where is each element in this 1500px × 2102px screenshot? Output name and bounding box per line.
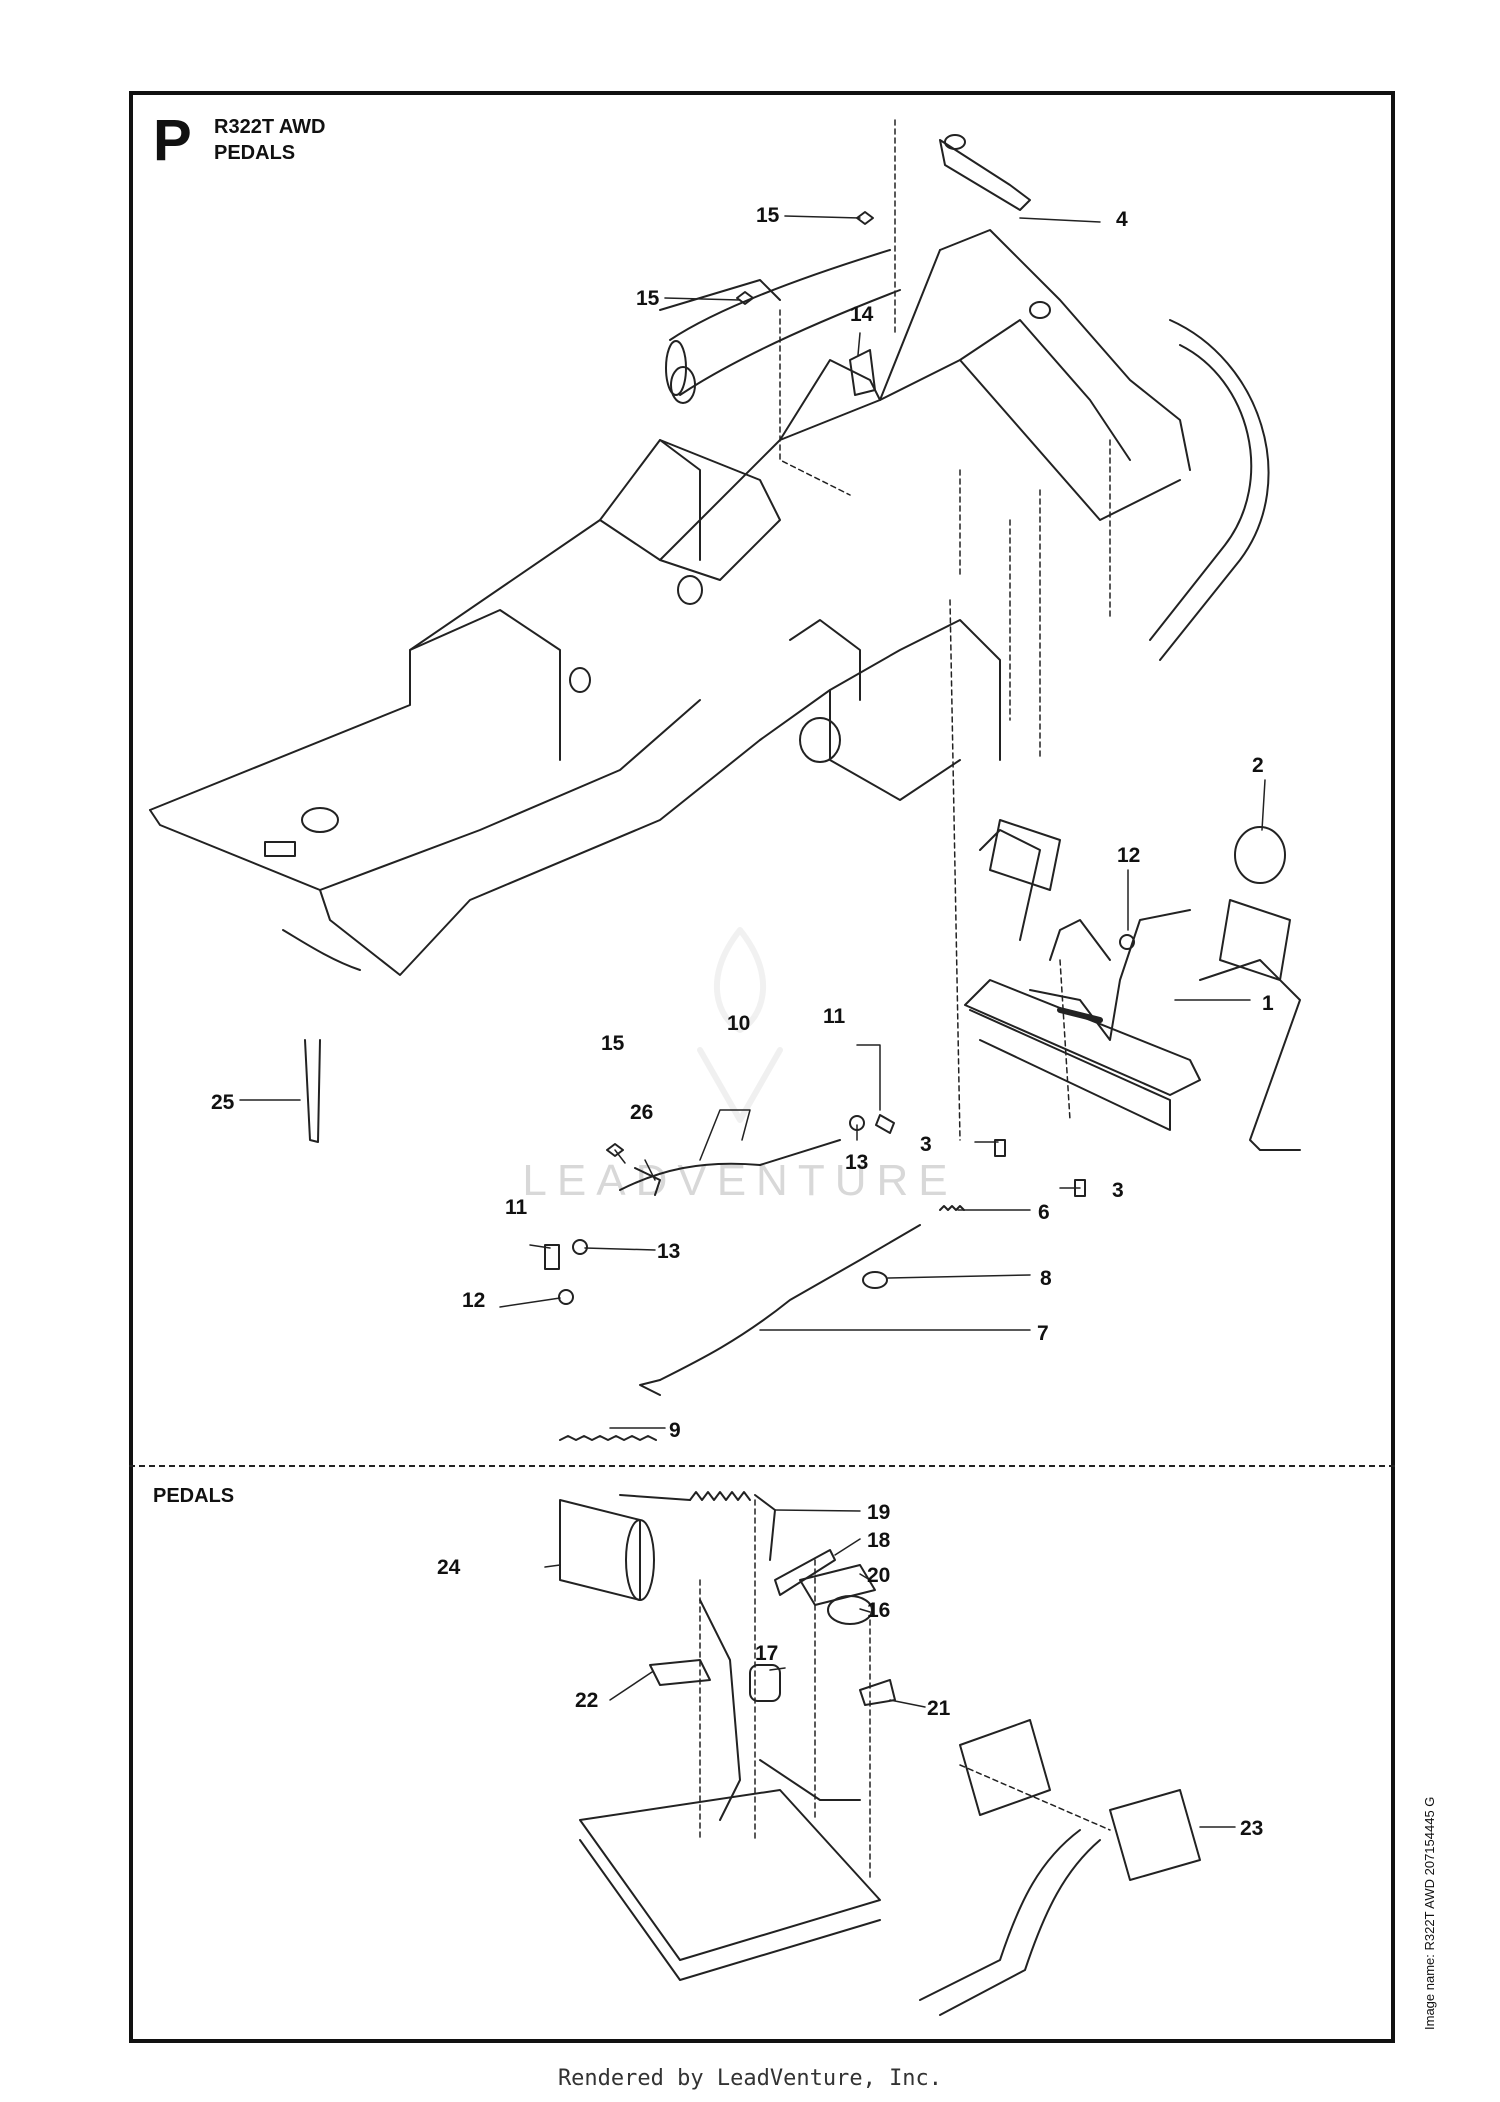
part-21-clip [859,1679,896,1706]
callout-22: 22 [575,1689,599,1712]
callout-12-low: 12 [462,1289,486,1312]
section-divider [129,1465,1395,1467]
part-4-latch [939,134,1031,211]
part-10-cable [619,1139,841,1191]
callout-18: 18 [867,1529,891,1552]
part-23-pedal-pads [959,1719,1201,1881]
detail-pedal-base [579,1599,1101,2016]
callout-2: 2 [1252,754,1264,777]
callout-1: 1 [1262,992,1274,1015]
callout-17: 17 [755,1642,779,1665]
part-6-spring [939,1205,965,1211]
callout-15-low: 15 [601,1032,625,1055]
callout-23: 23 [1240,1817,1264,1840]
part-24-sleeve [559,1499,655,1601]
part-26-bracket [634,1167,661,1196]
callout-16: 16 [867,1599,891,1622]
callout-4: 4 [1116,208,1128,231]
callout-13-low: 13 [657,1240,681,1263]
handle-grip [665,249,901,396]
part-2-pad [1234,826,1286,884]
subsection-title: PEDALS [153,1485,235,1507]
part-18-link [774,1549,836,1596]
part-22-plate [649,1659,711,1686]
part-17-spacer [749,1664,781,1702]
callout-9: 9 [669,1419,681,1442]
callout-13-top: 13 [845,1151,869,1174]
part-3-bolts [994,1139,1086,1197]
part-19-spring [619,1491,776,1561]
footer-credit: Rendered by LeadVenture, Inc. [557,2066,943,2091]
part-20-block [799,1564,876,1606]
callout-26: 26 [630,1101,654,1124]
leader-lines [239,215,1266,1828]
callout-24: 24 [437,1556,461,1579]
part-12-nut [558,934,1135,1305]
part-25-pin [304,1039,321,1143]
callout-14: 14 [850,303,874,326]
part-14-clip [849,349,876,396]
chassis-frame [149,229,1270,976]
callout-12-top: 12 [1117,844,1141,867]
callout-15-top: 15 [756,204,780,227]
callout-8: 8 [1040,1267,1052,1290]
callout-21: 21 [927,1697,951,1720]
callout-15-mid: 15 [636,287,660,310]
section-letter: P [153,108,192,173]
part-11-ball-joint [544,1114,895,1270]
callout-11-top: 11 [823,1005,846,1028]
callout-3-right: 3 [1112,1179,1124,1202]
callout-10: 10 [727,1012,751,1035]
callout-11-low: 11 [505,1196,528,1219]
diagram-frame [129,91,1395,2043]
part-9-spring [559,1435,657,1441]
part-16-bushing [827,1595,873,1625]
exploded-view-lines [699,119,1111,1881]
callout-3-left: 3 [920,1133,932,1156]
part-1-pedal-assembly [964,819,1301,1151]
part-8-clip [862,1271,888,1289]
callout-25: 25 [211,1091,235,1114]
watermark-logo [697,927,783,1123]
callout-20: 20 [867,1564,891,1587]
section-title: PEDALS [214,142,296,164]
part-7-rod [639,1224,921,1396]
callout-7: 7 [1037,1322,1049,1345]
callout-19: 19 [867,1501,891,1524]
callout-6: 6 [1038,1201,1050,1224]
model-title: R322T AWD [214,116,326,138]
